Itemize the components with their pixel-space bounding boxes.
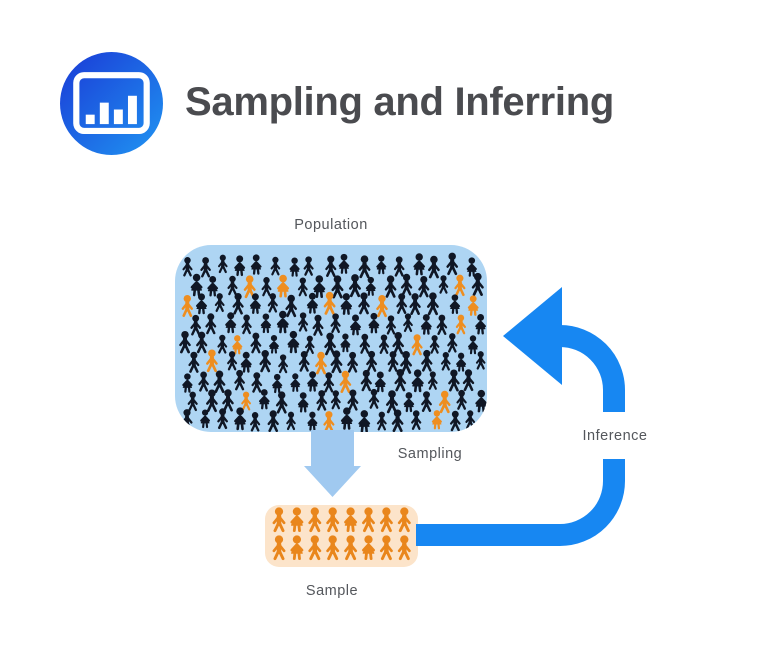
sampling-label: Sampling (398, 446, 462, 462)
sample-label: Sample (306, 583, 358, 599)
bar-chart-icon (60, 52, 163, 155)
page-title: Sampling and Inferring (185, 80, 614, 124)
population-figure (180, 407, 194, 432)
inference-arrow-lower (416, 459, 625, 546)
inference-label: Inference (583, 428, 648, 444)
bar-chart-glyph (73, 72, 150, 135)
header: Sampling and Inferring (0, 0, 768, 180)
sample-box (265, 505, 418, 567)
population-label: Population (294, 217, 368, 233)
sampling-arrow (304, 430, 361, 497)
inference-arrow-upper (559, 325, 625, 412)
inference-arrowhead (503, 287, 562, 385)
